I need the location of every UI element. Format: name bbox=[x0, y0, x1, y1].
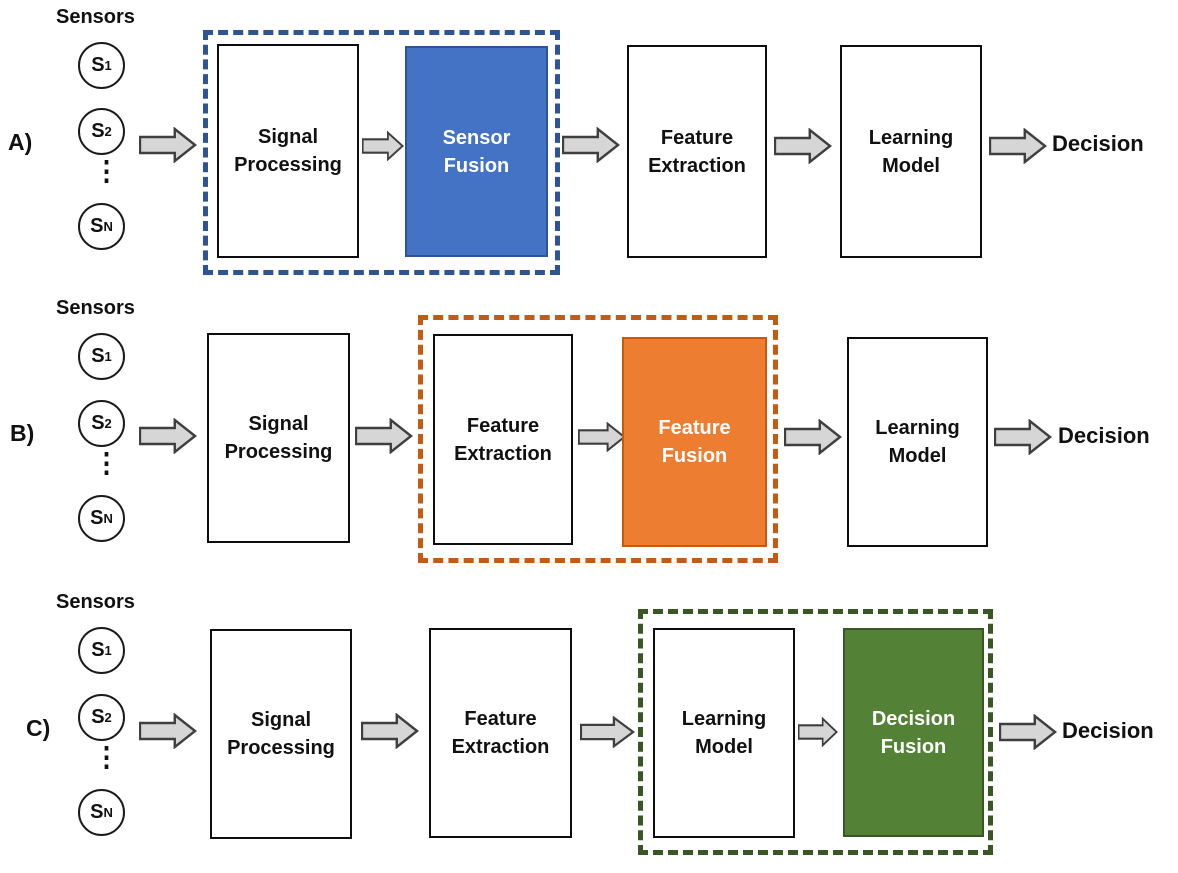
sensor-base: S bbox=[91, 54, 105, 76]
sensor-base: S bbox=[90, 507, 104, 529]
decision-label: Decision bbox=[1058, 423, 1150, 448]
flow-arrow-icon bbox=[355, 418, 413, 454]
sensor-base: S bbox=[91, 345, 105, 367]
sensor-sub: 2 bbox=[104, 416, 112, 431]
sensor-sub: 2 bbox=[104, 124, 112, 139]
sensor-base: S bbox=[91, 412, 105, 434]
sensor-base: S bbox=[91, 639, 105, 661]
sensor-fusion-box: Sensor Fusion bbox=[405, 46, 548, 257]
learning-model-box: Learning Model bbox=[847, 337, 988, 547]
flow-arrow-icon bbox=[999, 714, 1057, 750]
feature-extraction-box: Feature Extraction bbox=[429, 628, 572, 838]
fusion-group-outline-c bbox=[638, 609, 993, 855]
row-label-a: A) bbox=[8, 129, 33, 155]
decision-label: Decision bbox=[1062, 718, 1154, 743]
ellipsis-dots: ⋮ bbox=[93, 448, 120, 478]
feature-fusion-box: Feature Fusion bbox=[622, 337, 767, 547]
flow-arrow-icon bbox=[139, 713, 197, 749]
row-label-b: B) bbox=[10, 420, 35, 446]
sensor-base: S bbox=[90, 801, 104, 823]
sensor-sub: N bbox=[103, 805, 113, 820]
sensor-sub: 1 bbox=[104, 58, 112, 73]
feature-extraction-box: Feature Extraction bbox=[627, 45, 767, 258]
flow-arrow-icon bbox=[361, 713, 419, 749]
sensor-base: S bbox=[90, 215, 104, 237]
flow-arrow-icon bbox=[784, 419, 842, 455]
flow-arrow-icon bbox=[989, 128, 1047, 164]
sensor-sub: 1 bbox=[104, 643, 112, 658]
fusion-group-outline-b bbox=[418, 315, 778, 563]
learning-model-box: Learning Model bbox=[840, 45, 982, 258]
flow-arrow-icon bbox=[798, 717, 838, 747]
row-label-c: C) bbox=[26, 715, 51, 741]
decision-fusion-box: Decision Fusion bbox=[843, 628, 984, 837]
sensor-base: S bbox=[91, 120, 105, 142]
sensors-title: Sensors bbox=[56, 591, 135, 613]
ellipsis-dots: ⋮ bbox=[93, 742, 120, 772]
flow-arrow-icon bbox=[362, 131, 404, 161]
sensors-title: Sensors bbox=[56, 297, 135, 319]
flow-arrow-icon bbox=[139, 127, 197, 163]
sensor-sub: 2 bbox=[104, 710, 112, 725]
decision-label: Decision bbox=[1052, 131, 1144, 156]
fusion-group-outline-a bbox=[203, 30, 560, 275]
ellipsis-dots: ⋮ bbox=[93, 156, 120, 186]
signal-processing-box: Signal Processing bbox=[217, 44, 359, 258]
learning-model-box: Learning Model bbox=[653, 628, 795, 838]
flow-arrow-icon bbox=[139, 418, 197, 454]
flow-arrow-icon bbox=[580, 716, 635, 748]
sensor-base: S bbox=[91, 706, 105, 728]
signal-processing-box: Signal Processing bbox=[210, 629, 352, 839]
flow-arrow-icon bbox=[774, 128, 832, 164]
flow-arrow-icon bbox=[578, 422, 626, 452]
sensor-sub: N bbox=[103, 219, 113, 234]
signal-processing-box: Signal Processing bbox=[207, 333, 350, 543]
sensor-sub: N bbox=[103, 511, 113, 526]
flow-arrow-icon bbox=[562, 127, 620, 163]
feature-extraction-box: Feature Extraction bbox=[433, 334, 573, 545]
sensor-sub: 1 bbox=[104, 349, 112, 364]
sensors-title: Sensors bbox=[56, 6, 135, 28]
flow-arrow-icon bbox=[994, 419, 1052, 455]
